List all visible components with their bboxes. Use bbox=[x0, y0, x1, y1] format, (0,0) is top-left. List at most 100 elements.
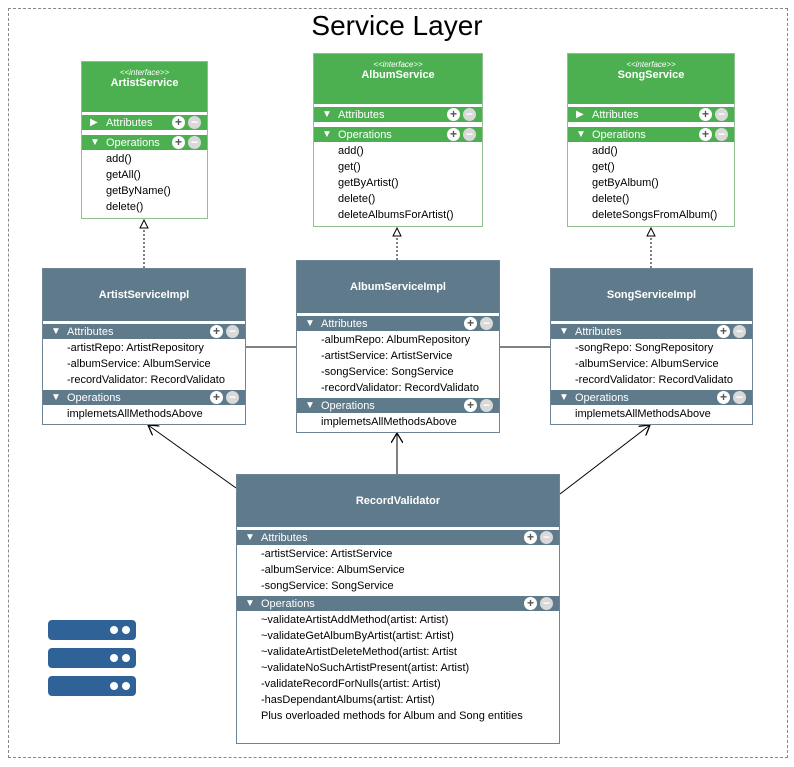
operation-item[interactable]: deleteAlbumsForArtist() bbox=[338, 209, 454, 221]
triangle-down-icon[interactable]: ▼ bbox=[90, 137, 100, 148]
operation-item[interactable]: add() bbox=[106, 153, 132, 165]
triangle-down-icon[interactable]: ▼ bbox=[245, 598, 255, 609]
plus-icon[interactable]: + bbox=[210, 325, 223, 338]
attributes-section[interactable]: ▼ Attributes +− bbox=[551, 323, 752, 339]
operations-section[interactable]: ▼ Operations +− bbox=[237, 595, 559, 611]
operation-item[interactable]: getByAlbum() bbox=[592, 177, 659, 189]
minus-icon[interactable]: − bbox=[480, 317, 493, 330]
operation-item[interactable]: implemetsAllMethodsAbove bbox=[575, 408, 711, 420]
triangle-down-icon[interactable]: ▼ bbox=[559, 392, 569, 403]
triangle-down-icon[interactable]: ▼ bbox=[51, 392, 61, 403]
triangle-right-icon[interactable]: ▶ bbox=[90, 117, 98, 128]
attribute-item[interactable]: -songRepo: SongRepository bbox=[575, 342, 714, 354]
minus-icon[interactable]: − bbox=[463, 128, 476, 141]
minus-icon[interactable]: − bbox=[188, 116, 201, 129]
plus-icon[interactable]: + bbox=[210, 391, 223, 404]
minus-icon[interactable]: − bbox=[188, 136, 201, 149]
minus-icon[interactable]: − bbox=[540, 597, 553, 610]
triangle-right-icon[interactable]: ▶ bbox=[576, 109, 584, 120]
plus-icon[interactable]: + bbox=[464, 399, 477, 412]
operation-item[interactable]: delete() bbox=[338, 193, 376, 205]
plus-icon[interactable]: + bbox=[717, 325, 730, 338]
operations-section[interactable]: ▼ Operations +− bbox=[314, 126, 482, 142]
operation-item[interactable]: ~validateArtistAddMethod(artist: Artist) bbox=[261, 614, 449, 626]
plus-icon[interactable]: + bbox=[464, 317, 477, 330]
operation-item[interactable]: get() bbox=[338, 161, 361, 173]
operation-item[interactable]: ~validateArtistDeleteMethod(artist: Arti… bbox=[261, 646, 457, 658]
attributes-section[interactable]: ▶ Attributes +− bbox=[568, 106, 734, 122]
attribute-item[interactable]: -albumService: AlbumService bbox=[67, 358, 211, 370]
operation-item[interactable]: getByName() bbox=[106, 185, 171, 197]
triangle-down-icon[interactable]: ▼ bbox=[305, 318, 315, 329]
operation-item[interactable]: deleteSongsFromAlbum() bbox=[592, 209, 718, 221]
attribute-item[interactable]: -songService: SongService bbox=[261, 580, 394, 592]
plus-icon[interactable]: + bbox=[699, 128, 712, 141]
operation-item[interactable]: getByArtist() bbox=[338, 177, 399, 189]
operation-item[interactable]: get() bbox=[592, 161, 615, 173]
minus-icon[interactable]: − bbox=[226, 391, 239, 404]
attributes-section[interactable]: ▼ Attributes +− bbox=[237, 529, 559, 545]
operation-item[interactable]: delete() bbox=[592, 193, 630, 205]
operation-item[interactable]: -validateRecordForNulls(artist: Artist) bbox=[261, 678, 441, 690]
minus-icon[interactable]: − bbox=[715, 108, 728, 121]
operations-section[interactable]: ▼ Operations +− bbox=[43, 389, 245, 405]
minus-icon[interactable]: − bbox=[463, 108, 476, 121]
minus-icon[interactable]: − bbox=[733, 325, 746, 338]
triangle-down-icon[interactable]: ▼ bbox=[322, 109, 332, 120]
minus-icon[interactable]: − bbox=[540, 531, 553, 544]
attributes-section[interactable]: ▼ Attributes +− bbox=[314, 106, 482, 122]
attribute-item[interactable]: -artistService: ArtistService bbox=[261, 548, 393, 560]
attributes-section[interactable]: ▼ Attributes +− bbox=[297, 315, 499, 331]
plus-icon[interactable]: + bbox=[447, 108, 460, 121]
song-service-interface[interactable]: <<interface>> SongService ▶ Attributes +… bbox=[567, 53, 735, 227]
operations-section[interactable]: ▼ Operations +− bbox=[551, 389, 752, 405]
album-service-interface[interactable]: <<interface>> AlbumService ▼ Attributes … bbox=[313, 53, 483, 227]
attribute-item[interactable]: -recordValidator: RecordValidato bbox=[321, 382, 479, 394]
operation-item[interactable]: add() bbox=[338, 145, 364, 157]
attribute-item[interactable]: -artistRepo: ArtistRepository bbox=[67, 342, 204, 354]
album-service-impl-class[interactable]: AlbumServiceImpl ▼ Attributes +− -albumR… bbox=[296, 260, 500, 433]
attributes-section[interactable]: ▶ Attributes +− bbox=[82, 114, 207, 130]
plus-icon[interactable]: + bbox=[524, 531, 537, 544]
attribute-item[interactable]: -recordValidator: RecordValidato bbox=[67, 374, 225, 386]
attribute-item[interactable]: -recordValidator: RecordValidato bbox=[575, 374, 733, 386]
operations-section[interactable]: ▼ Operations +− bbox=[82, 134, 207, 150]
minus-icon[interactable]: − bbox=[480, 399, 493, 412]
minus-icon[interactable]: − bbox=[226, 325, 239, 338]
attribute-item[interactable]: -artistService: ArtistService bbox=[321, 350, 453, 362]
record-validator-class[interactable]: RecordValidator ▼ Attributes +− -artistS… bbox=[236, 474, 560, 744]
minus-icon[interactable]: − bbox=[733, 391, 746, 404]
operations-section[interactable]: ▼ Operations +− bbox=[568, 126, 734, 142]
artist-service-interface[interactable]: <<interface>> ArtistService ▶ Attributes… bbox=[81, 61, 208, 219]
operation-item[interactable]: -hasDependantAlbums(artist: Artist) bbox=[261, 694, 435, 706]
triangle-down-icon[interactable]: ▼ bbox=[305, 400, 315, 411]
plus-icon[interactable]: + bbox=[172, 116, 185, 129]
plus-icon[interactable]: + bbox=[524, 597, 537, 610]
operations-section[interactable]: ▼ Operations +− bbox=[297, 397, 499, 413]
attribute-item[interactable]: -albumService: AlbumService bbox=[575, 358, 719, 370]
triangle-down-icon[interactable]: ▼ bbox=[51, 326, 61, 337]
attribute-item[interactable]: -albumService: AlbumService bbox=[261, 564, 405, 576]
triangle-down-icon[interactable]: ▼ bbox=[322, 129, 332, 140]
plus-icon[interactable]: + bbox=[172, 136, 185, 149]
plus-icon[interactable]: + bbox=[717, 391, 730, 404]
artist-service-impl-class[interactable]: ArtistServiceImpl ▼ Attributes +− -artis… bbox=[42, 268, 246, 425]
operation-item[interactable]: add() bbox=[592, 145, 618, 157]
song-service-impl-class[interactable]: SongServiceImpl ▼ Attributes +− -songRep… bbox=[550, 268, 753, 425]
operation-item[interactable]: implemetsAllMethodsAbove bbox=[321, 416, 457, 428]
attribute-item[interactable]: -songService: SongService bbox=[321, 366, 454, 378]
operation-item[interactable]: ~validateGetAlbumByArtist(artist: Artist… bbox=[261, 630, 454, 642]
operation-item[interactable]: Plus overloaded methods for Album and So… bbox=[261, 710, 523, 722]
operation-item[interactable]: delete() bbox=[106, 201, 144, 213]
attributes-section[interactable]: ▼ Attributes +− bbox=[43, 323, 245, 339]
plus-icon[interactable]: + bbox=[699, 108, 712, 121]
triangle-down-icon[interactable]: ▼ bbox=[576, 129, 586, 140]
triangle-down-icon[interactable]: ▼ bbox=[559, 326, 569, 337]
attribute-item[interactable]: -albumRepo: AlbumRepository bbox=[321, 334, 471, 346]
plus-icon[interactable]: + bbox=[447, 128, 460, 141]
operation-item[interactable]: getAll() bbox=[106, 169, 141, 181]
operation-item[interactable]: implemetsAllMethodsAbove bbox=[67, 408, 203, 420]
minus-icon[interactable]: − bbox=[715, 128, 728, 141]
triangle-down-icon[interactable]: ▼ bbox=[245, 532, 255, 543]
operation-item[interactable]: ~validateNoSuchArtistPresent(artist: Art… bbox=[261, 662, 470, 674]
